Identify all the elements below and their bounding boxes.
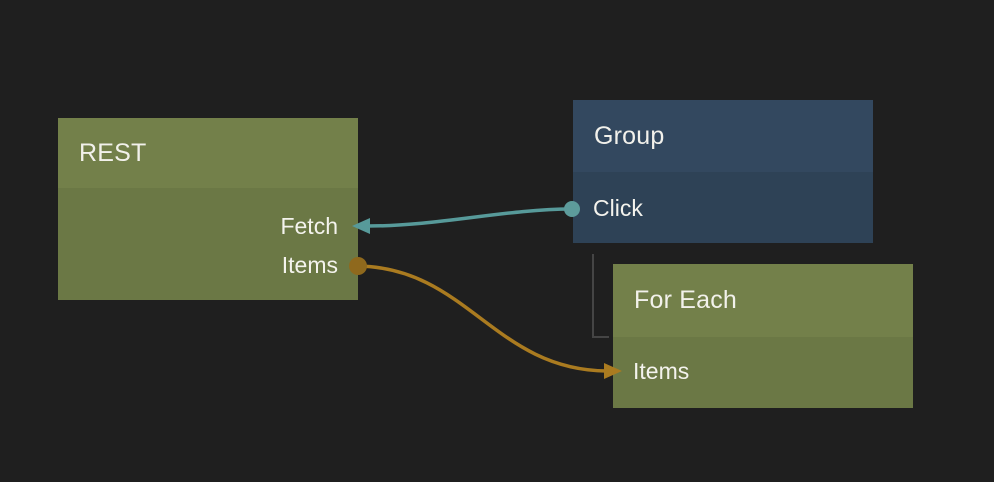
wire-items-to-items[interactable]	[357, 264, 622, 379]
node-group-title: Group	[594, 121, 665, 150]
port-group-click[interactable]: Click	[593, 192, 643, 224]
port-foreach-items-label: Items	[633, 358, 690, 384]
node-foreach[interactable]: For Each Items	[613, 264, 913, 408]
node-rest-title: REST	[79, 138, 147, 167]
port-rest-fetch-label: Fetch	[280, 213, 338, 239]
port-rest-items-label: Items	[281, 252, 338, 278]
node-rest[interactable]: REST Fetch Items	[58, 118, 358, 300]
node-group[interactable]: Group Click	[573, 100, 873, 243]
port-dot-rest-items[interactable]	[349, 257, 367, 275]
port-dot-group-click[interactable]	[564, 201, 580, 217]
node-group-header[interactable]: Group	[573, 100, 873, 172]
port-group-click-label: Click	[593, 195, 643, 221]
node-rest-header[interactable]: REST	[58, 118, 358, 188]
port-rest-items[interactable]: Items	[282, 249, 338, 281]
node-foreach-header[interactable]: For Each	[613, 264, 913, 337]
group-child-line	[592, 254, 609, 338]
node-foreach-title: For Each	[634, 286, 738, 314]
wire-click-to-fetch[interactable]	[352, 207, 573, 234]
port-foreach-items[interactable]: Items	[633, 355, 689, 387]
port-rest-fetch[interactable]: Fetch	[280, 210, 338, 242]
